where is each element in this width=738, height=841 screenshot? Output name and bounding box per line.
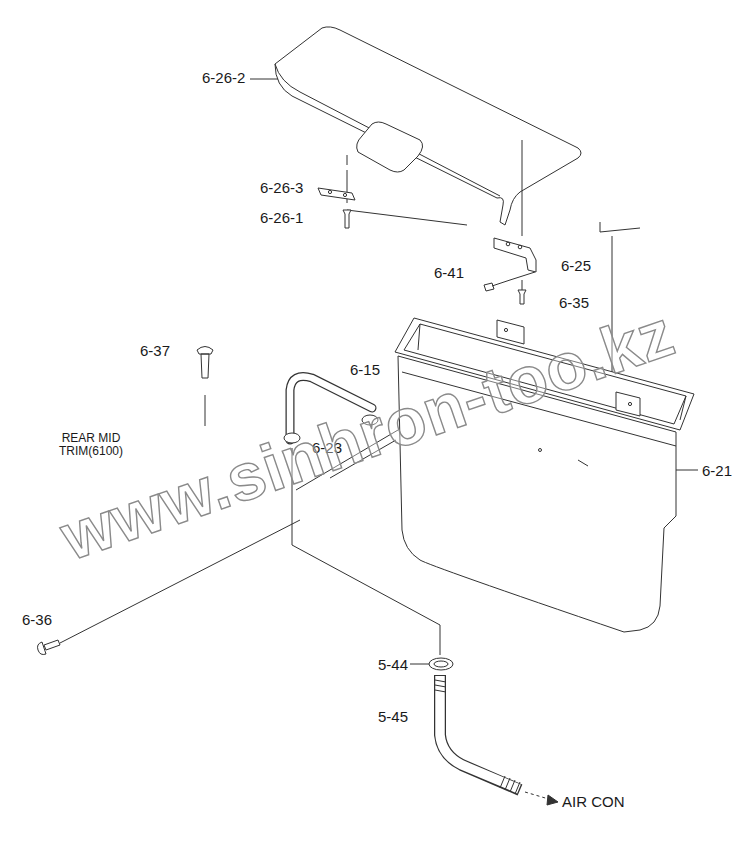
- part-name: REAR MID TRIM(6100): [45, 432, 137, 458]
- callout-number: 6-26-3: [258, 180, 305, 197]
- lid: [275, 27, 581, 225]
- pipe-thread: [435, 680, 520, 794]
- leader: [205, 395, 206, 426]
- screw: [484, 280, 510, 291]
- callout-number: 6-26-1: [258, 210, 305, 227]
- lid-edge: [275, 64, 500, 196]
- callout-number: 5-44: [376, 657, 410, 674]
- callout-number: 6-15: [348, 362, 382, 379]
- callout-number: 6-21: [700, 463, 734, 480]
- screw: [38, 640, 61, 655]
- pipe: [440, 675, 520, 790]
- callout-number: 5-45: [376, 709, 410, 726]
- callout-number: 6-37: [138, 343, 172, 360]
- screw: [343, 210, 351, 228]
- callout-number: 6-26-2: [200, 70, 247, 87]
- leader: [347, 140, 522, 236]
- leader: [250, 79, 429, 664]
- hose-clamp: [429, 658, 453, 670]
- callout-number: 6-35: [557, 295, 591, 312]
- hinge-bracket: [494, 238, 536, 272]
- hose-clamp: [434, 661, 448, 667]
- pipe: [440, 676, 519, 789]
- hinge-plate: [318, 188, 355, 200]
- callout-number: 6-25: [559, 258, 593, 275]
- screw: [518, 290, 526, 304]
- air-con-arrow: [547, 795, 558, 805]
- lid-handle: [357, 122, 423, 172]
- callout-number: 6-36: [20, 612, 54, 629]
- screw: [197, 347, 213, 379]
- part-name: AIR CON: [560, 794, 627, 811]
- callout-number: 6-41: [432, 265, 466, 282]
- leader: [676, 470, 698, 471]
